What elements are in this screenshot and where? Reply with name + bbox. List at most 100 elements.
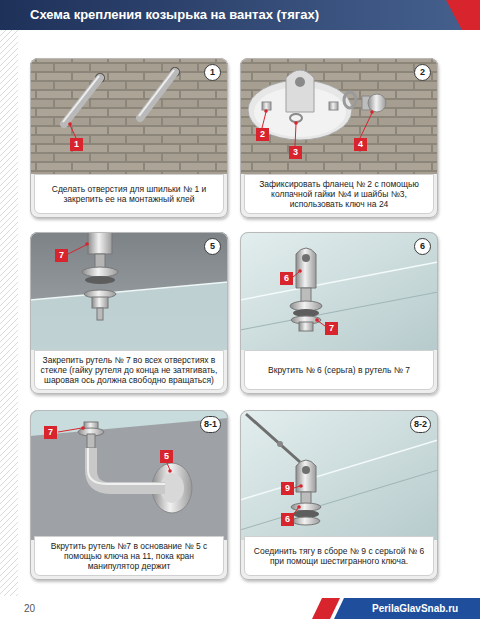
drawing-line (167, 463, 170, 470)
step-panel: Зафиксировать фланец № 2 с помощью колпа… (240, 58, 438, 218)
drawing-line (246, 414, 300, 462)
website: PerilaGlavSnab.ru (372, 603, 458, 615)
step-caption: Вкрутить рутель №7 в основание № 5 с пом… (34, 536, 224, 576)
callout-number: 6 (280, 272, 293, 285)
callout-text: 2 (260, 129, 265, 139)
drawing-line (240, 470, 438, 530)
drawing-circle (315, 318, 319, 322)
drawing-circle (302, 254, 310, 262)
step-number: 8-1 (200, 416, 221, 433)
drawing-ellipse (290, 114, 302, 122)
drawing-g (30, 232, 228, 350)
step-number: 1 (204, 64, 221, 81)
drawing-rect (30, 58, 228, 218)
step-panel: Сделать отверстия для шпильки № 1 и закр… (30, 58, 228, 218)
drawing-rect (30, 410, 228, 540)
step-number-text: 8-2 (414, 419, 427, 429)
drawing-circle (295, 77, 305, 87)
drawing-rect (30, 232, 228, 394)
drawing-ellipse (344, 92, 356, 108)
drawing-line (64, 78, 100, 124)
page-number: 20 (24, 603, 35, 615)
drawing-g (240, 232, 438, 350)
drawing-circle (168, 469, 172, 473)
drawing-line (240, 262, 438, 300)
drawing-rect (240, 58, 438, 174)
drawing-line (360, 113, 372, 138)
drawing-rect (301, 492, 311, 504)
step-panel: Закрепить рутель № 7 во всех отверстиях … (30, 232, 228, 394)
step-number-text: 6 (420, 241, 425, 251)
drawing-rect (299, 322, 313, 331)
drawing-g (240, 410, 438, 540)
drawing-line (294, 486, 300, 488)
callout-text: 3 (293, 147, 298, 157)
drawing-circle (299, 484, 303, 488)
callout-text: 6 (285, 514, 290, 524)
step-number: 6 (414, 238, 431, 255)
callout-text: 6 (284, 273, 289, 283)
callout-number: 7 (55, 249, 68, 262)
drawing-circle (302, 466, 310, 474)
drawing-rect (88, 232, 112, 254)
drawing-circle (277, 441, 283, 447)
step-caption: Зафиксировать фланец № 2 с помощью колпа… (244, 174, 434, 214)
drawing-ellipse (292, 517, 320, 525)
drawing-rect (262, 102, 271, 110)
step-panel: Соединить тягу в сборе № 9 с серьгой № 6… (240, 410, 438, 580)
callout-number: 2 (256, 128, 269, 141)
drawing-polygon (334, 598, 480, 619)
drawing-path (286, 70, 314, 112)
drawing-line (30, 282, 228, 300)
drawing-rect (0, 0, 480, 30)
drawing-circle (294, 121, 298, 125)
drawing-line (318, 321, 325, 326)
drawing-path (296, 460, 316, 492)
drawing-circle (368, 94, 386, 112)
step-panel: Вкрутить рутель №7 в основание № 5 с пом… (30, 410, 228, 580)
drawing-rect (92, 297, 108, 308)
drawing-path (88, 448, 165, 484)
drawing-circle (264, 109, 268, 113)
drawing-rect (0, 30, 18, 596)
drawing-line (139, 70, 174, 116)
step-number: 8-2 (410, 416, 431, 433)
callout-number: 3 (289, 146, 302, 159)
drawing-rect (30, 410, 228, 580)
drawing-g (30, 410, 228, 540)
step-number-text: 2 (420, 67, 425, 77)
drawing-line (140, 72, 175, 118)
callout-text: 4 (358, 139, 363, 149)
drawing-path (296, 248, 316, 288)
drawing-rect (329, 102, 338, 110)
drawing-line (294, 508, 298, 514)
drawing-path (91, 448, 165, 488)
drawing-rect (240, 410, 438, 540)
drawing-rect (240, 58, 438, 218)
callout-number: 7 (44, 426, 57, 439)
step-number: 2 (414, 64, 431, 81)
drawing-ellipse (85, 276, 115, 284)
callout-number: 4 (354, 138, 367, 151)
callout-text: 7 (48, 427, 53, 437)
drawing-g (240, 58, 438, 174)
step-caption: Соединить тягу в сборе № 9 с серьгой № 6… (244, 536, 434, 576)
drawing-polygon (30, 410, 228, 436)
drawing-line (262, 112, 266, 128)
step-caption: Вкрутить № 6 (серьга) в рутель № 7 (244, 350, 434, 390)
step-panel: Вкрутить № 6 (серьга) в рутель № 7 6 6 7 (240, 232, 438, 394)
callout-text: 7 (329, 323, 334, 333)
drawing-line (63, 76, 99, 122)
step-number-text: 5 (210, 241, 215, 251)
drawing-g (30, 58, 228, 174)
callout-text: 1 (74, 139, 79, 149)
drawing-line (58, 428, 82, 432)
callout-number: 5 (160, 450, 173, 463)
callout-number: 1 (70, 138, 83, 151)
page-title: Схема крепления козырька на вантах (тяга… (30, 7, 319, 23)
drawing-line (70, 125, 76, 138)
drawing-polygon (30, 282, 228, 350)
drawing-rect (87, 434, 95, 448)
step-number-text: 8-1 (204, 419, 217, 429)
step-number-text: 1 (210, 67, 215, 77)
